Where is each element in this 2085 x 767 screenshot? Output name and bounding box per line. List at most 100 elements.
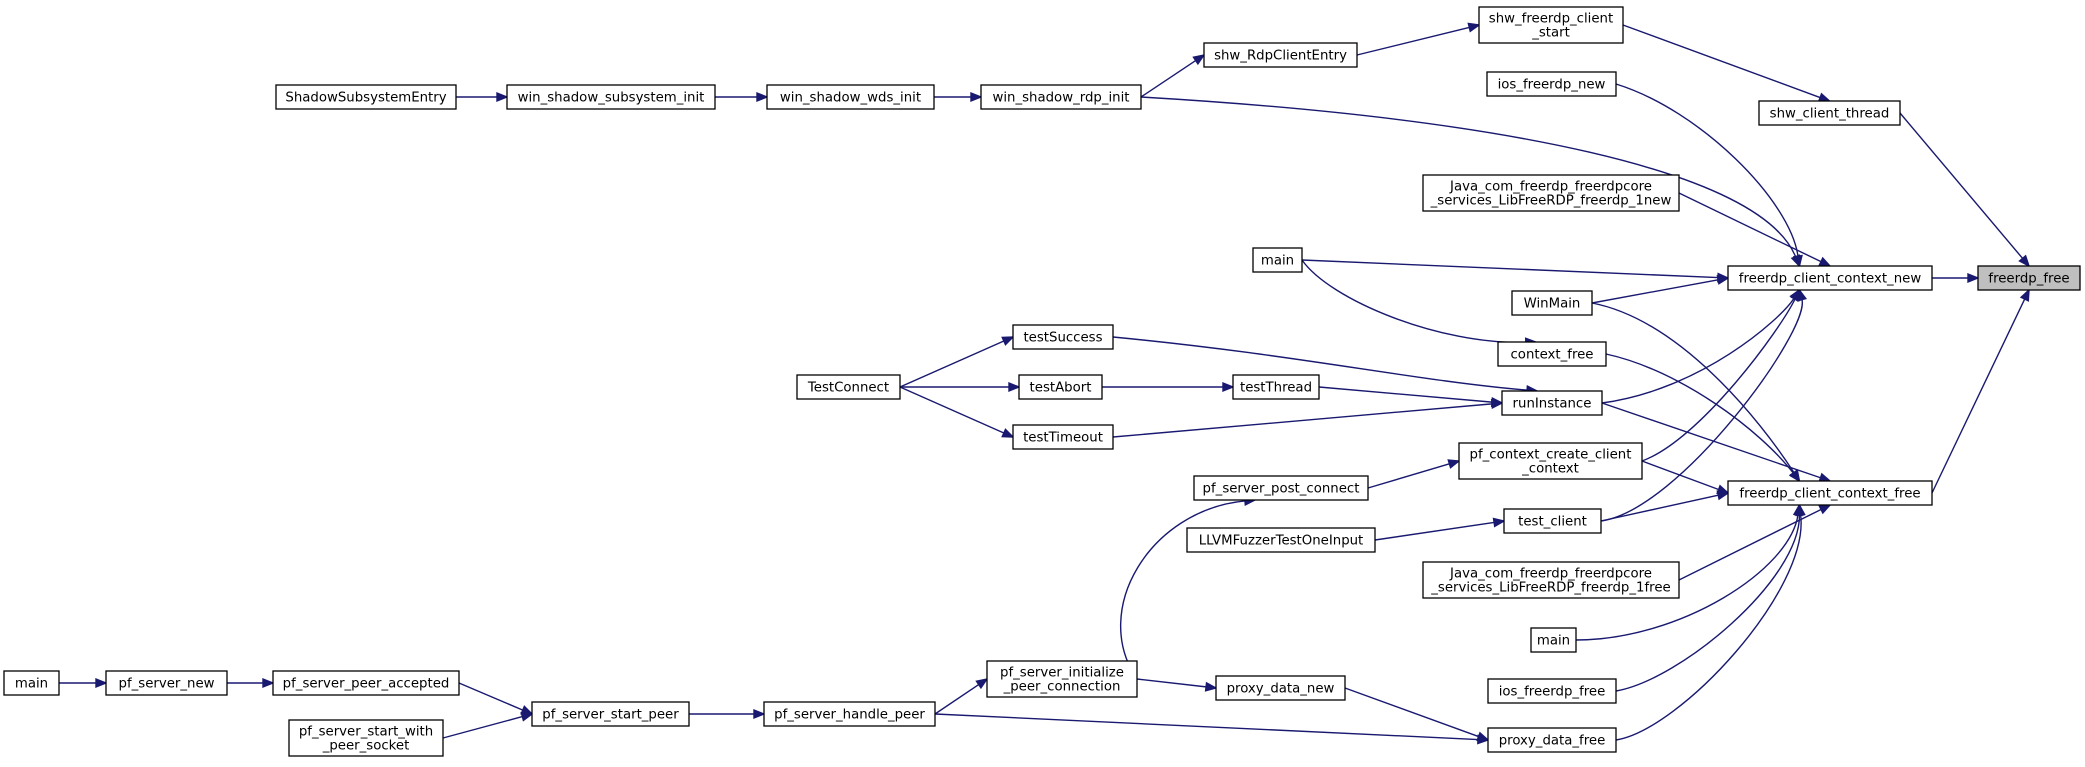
node-shadowsubsystementry[interactable]: ShadowSubsystemEntry bbox=[275, 84, 457, 110]
edge-line bbox=[1899, 112, 2024, 259]
node-freerdp-client-context-new[interactable]: freerdp_client_context_new bbox=[1727, 265, 1933, 291]
node-proxy-data-free[interactable]: proxy_data_free bbox=[1487, 727, 1617, 753]
edge-testconnect-to-testabort bbox=[900, 381, 1021, 393]
edge-win-shadow-wds-init-to-win-shadow-rdp-init bbox=[934, 91, 983, 103]
edge-main-a-to-freerdp-client-context-new bbox=[1301, 259, 1730, 283]
edge-llvmfuzzertestoneinput-to-test-client bbox=[1374, 517, 1506, 541]
node-box bbox=[1977, 265, 2081, 291]
node-box bbox=[1503, 508, 1602, 534]
node-main-c[interactable]: main bbox=[3, 670, 60, 696]
edge-line bbox=[1605, 353, 1794, 474]
edge-testsuccess-to-runinstance bbox=[1112, 336, 1539, 396]
node-pf-server-start-with-peer-socket[interactable]: pf_server_start_with_peer_socket bbox=[288, 719, 444, 757]
edge-arrowhead bbox=[2018, 254, 2031, 268]
node-box bbox=[1487, 727, 1617, 753]
node-win-shadow-wds-init[interactable]: win_shadow_wds_init bbox=[766, 84, 935, 110]
node-context-free[interactable]: context_free bbox=[1497, 341, 1607, 367]
edge-line bbox=[458, 682, 524, 711]
node-label: _services_LibFreeRDP_freerdp_1free bbox=[1430, 581, 1670, 596]
edge-java-free-to-freerdp-client-context-free bbox=[1678, 504, 1832, 581]
edge-line bbox=[1112, 403, 1493, 438]
node-box bbox=[1727, 265, 1933, 291]
node-ios-freerdp-free[interactable]: ios_freerdp_free bbox=[1487, 678, 1617, 704]
node-label: main bbox=[15, 677, 48, 692]
edge-main-a-to-context-free bbox=[1301, 259, 1538, 348]
node-testthread[interactable]: testThread bbox=[1232, 374, 1320, 400]
edge-win-shadow-subsystem-init-to-win-shadow-wds-init bbox=[715, 91, 769, 103]
node-box bbox=[1012, 424, 1114, 450]
node-pf-server-start-peer[interactable]: pf_server_start_peer bbox=[531, 701, 690, 727]
edge-arrowhead bbox=[753, 708, 766, 720]
edge-pf-server-peer-accepted-to-pf-server-start-peer bbox=[458, 682, 534, 715]
node-shw-rdpcliententry[interactable]: shw_RdpClientEntry bbox=[1203, 42, 1358, 68]
node-label: pf_server_initialize bbox=[1000, 666, 1124, 681]
edge-line bbox=[1622, 24, 1821, 99]
edge-line bbox=[1641, 460, 1719, 491]
node-label: ios_freerdp_free bbox=[1499, 685, 1606, 700]
node-freerdp-free[interactable]: freerdp_free bbox=[1977, 265, 2081, 291]
node-main-a[interactable]: main bbox=[1252, 247, 1303, 273]
node-test-client[interactable]: test_client bbox=[1503, 508, 1602, 534]
node-pf-context-create-client-context[interactable]: pf_context_create_client_context bbox=[1458, 442, 1643, 480]
node-winmain[interactable]: WinMain bbox=[1511, 290, 1593, 316]
edge-line bbox=[1615, 514, 1802, 741]
node-shw-freerdp-client-start[interactable]: shw_freerdp_client_start bbox=[1478, 6, 1624, 44]
node-label: win_shadow_wds_init bbox=[780, 91, 921, 106]
edge-arrowhead bbox=[1447, 459, 1461, 469]
edges-layer bbox=[59, 22, 2031, 745]
edge-line bbox=[1615, 514, 1801, 692]
node-pf-server-handle-peer[interactable]: pf_server_handle_peer bbox=[763, 701, 936, 727]
node-label: pf_server_start_with bbox=[299, 725, 433, 740]
edge-win-shadow-rdp-init-to-shw-rdpcliententry bbox=[1140, 53, 1206, 98]
node-box bbox=[766, 84, 935, 110]
node-ios-freerdp-new[interactable]: ios_freerdp_new bbox=[1486, 71, 1617, 97]
node-main-b[interactable]: main bbox=[1530, 627, 1577, 653]
edge-arrowhead bbox=[1817, 92, 1832, 103]
nodes-layer: freerdp_free freerdp_client_context_newfr… bbox=[3, 6, 2081, 757]
node-box bbox=[986, 660, 1138, 698]
node-proxy-data-new[interactable]: proxy_data_new bbox=[1215, 675, 1346, 701]
node-label: testTimeout bbox=[1023, 431, 1103, 446]
edge-arrowhead bbox=[975, 677, 989, 690]
edge-line bbox=[1318, 386, 1493, 403]
edge-proxy-data-new-to-proxy-data-free bbox=[1344, 687, 1490, 742]
edge-line bbox=[899, 340, 1005, 388]
edge-arrowhead bbox=[520, 711, 534, 722]
edge-arrowhead bbox=[1192, 53, 1206, 66]
node-shw-client-thread[interactable]: shw_client_thread bbox=[1758, 100, 1901, 126]
edge-arrowhead bbox=[1204, 681, 1218, 692]
node-llvmfuzzertestoneinput[interactable]: LLVMFuzzerTestOneInput bbox=[1186, 527, 1376, 553]
node-testsuccess[interactable]: testSuccess bbox=[1012, 324, 1114, 350]
node-win-shadow-rdp-init[interactable]: win_shadow_rdp_init bbox=[980, 84, 1142, 110]
node-label: test_client bbox=[1518, 515, 1587, 530]
node-label: shw_RdpClientEntry bbox=[1214, 49, 1347, 64]
node-label: Java_com_freerdp_freerdpcore bbox=[1449, 180, 1652, 195]
edge-shw-rdpcliententry-to-shw-freerdp-client-start bbox=[1356, 22, 1481, 56]
node-label: proxy_data_free bbox=[1499, 734, 1606, 749]
node-java-new[interactable]: Java_com_freerdp_freerdpcore_services_Li… bbox=[1422, 174, 1680, 212]
node-pf-server-initialize-peer-connection[interactable]: pf_server_initialize_peer_connection bbox=[986, 660, 1138, 698]
edge-line bbox=[1374, 521, 1495, 541]
node-pf-server-new[interactable]: pf_server_new bbox=[105, 670, 228, 696]
edge-line bbox=[1344, 687, 1479, 738]
edge-arrowhead bbox=[1818, 256, 1832, 267]
node-testconnect[interactable]: TestConnect bbox=[796, 374, 901, 400]
node-win-shadow-subsystem-init[interactable]: win_shadow_subsystem_init bbox=[506, 84, 716, 110]
edge-arrowhead bbox=[1716, 490, 1730, 501]
node-freerdp-client-context-free[interactable]: freerdp_client_context_free bbox=[1727, 480, 1933, 506]
node-runinstance[interactable]: runInstance bbox=[1501, 390, 1603, 416]
node-box bbox=[1530, 627, 1577, 653]
node-box bbox=[506, 84, 716, 110]
edge-line bbox=[1641, 298, 1796, 462]
node-pf-server-post-connect[interactable]: pf_server_post_connect bbox=[1193, 475, 1369, 501]
node-testabort[interactable]: testAbort bbox=[1018, 374, 1103, 400]
node-testtimeout[interactable]: testTimeout bbox=[1012, 424, 1114, 450]
edge-line bbox=[1678, 192, 1822, 263]
edge-line bbox=[899, 386, 1005, 434]
edge-line bbox=[1931, 298, 2026, 494]
edge-line bbox=[1120, 500, 1246, 680]
node-java-free[interactable]: Java_com_freerdp_freerdpcore_services_Li… bbox=[1422, 561, 1680, 599]
node-box bbox=[1486, 71, 1617, 97]
node-pf-server-peer-accepted[interactable]: pf_server_peer_accepted bbox=[272, 670, 460, 696]
node-box bbox=[1422, 174, 1680, 212]
